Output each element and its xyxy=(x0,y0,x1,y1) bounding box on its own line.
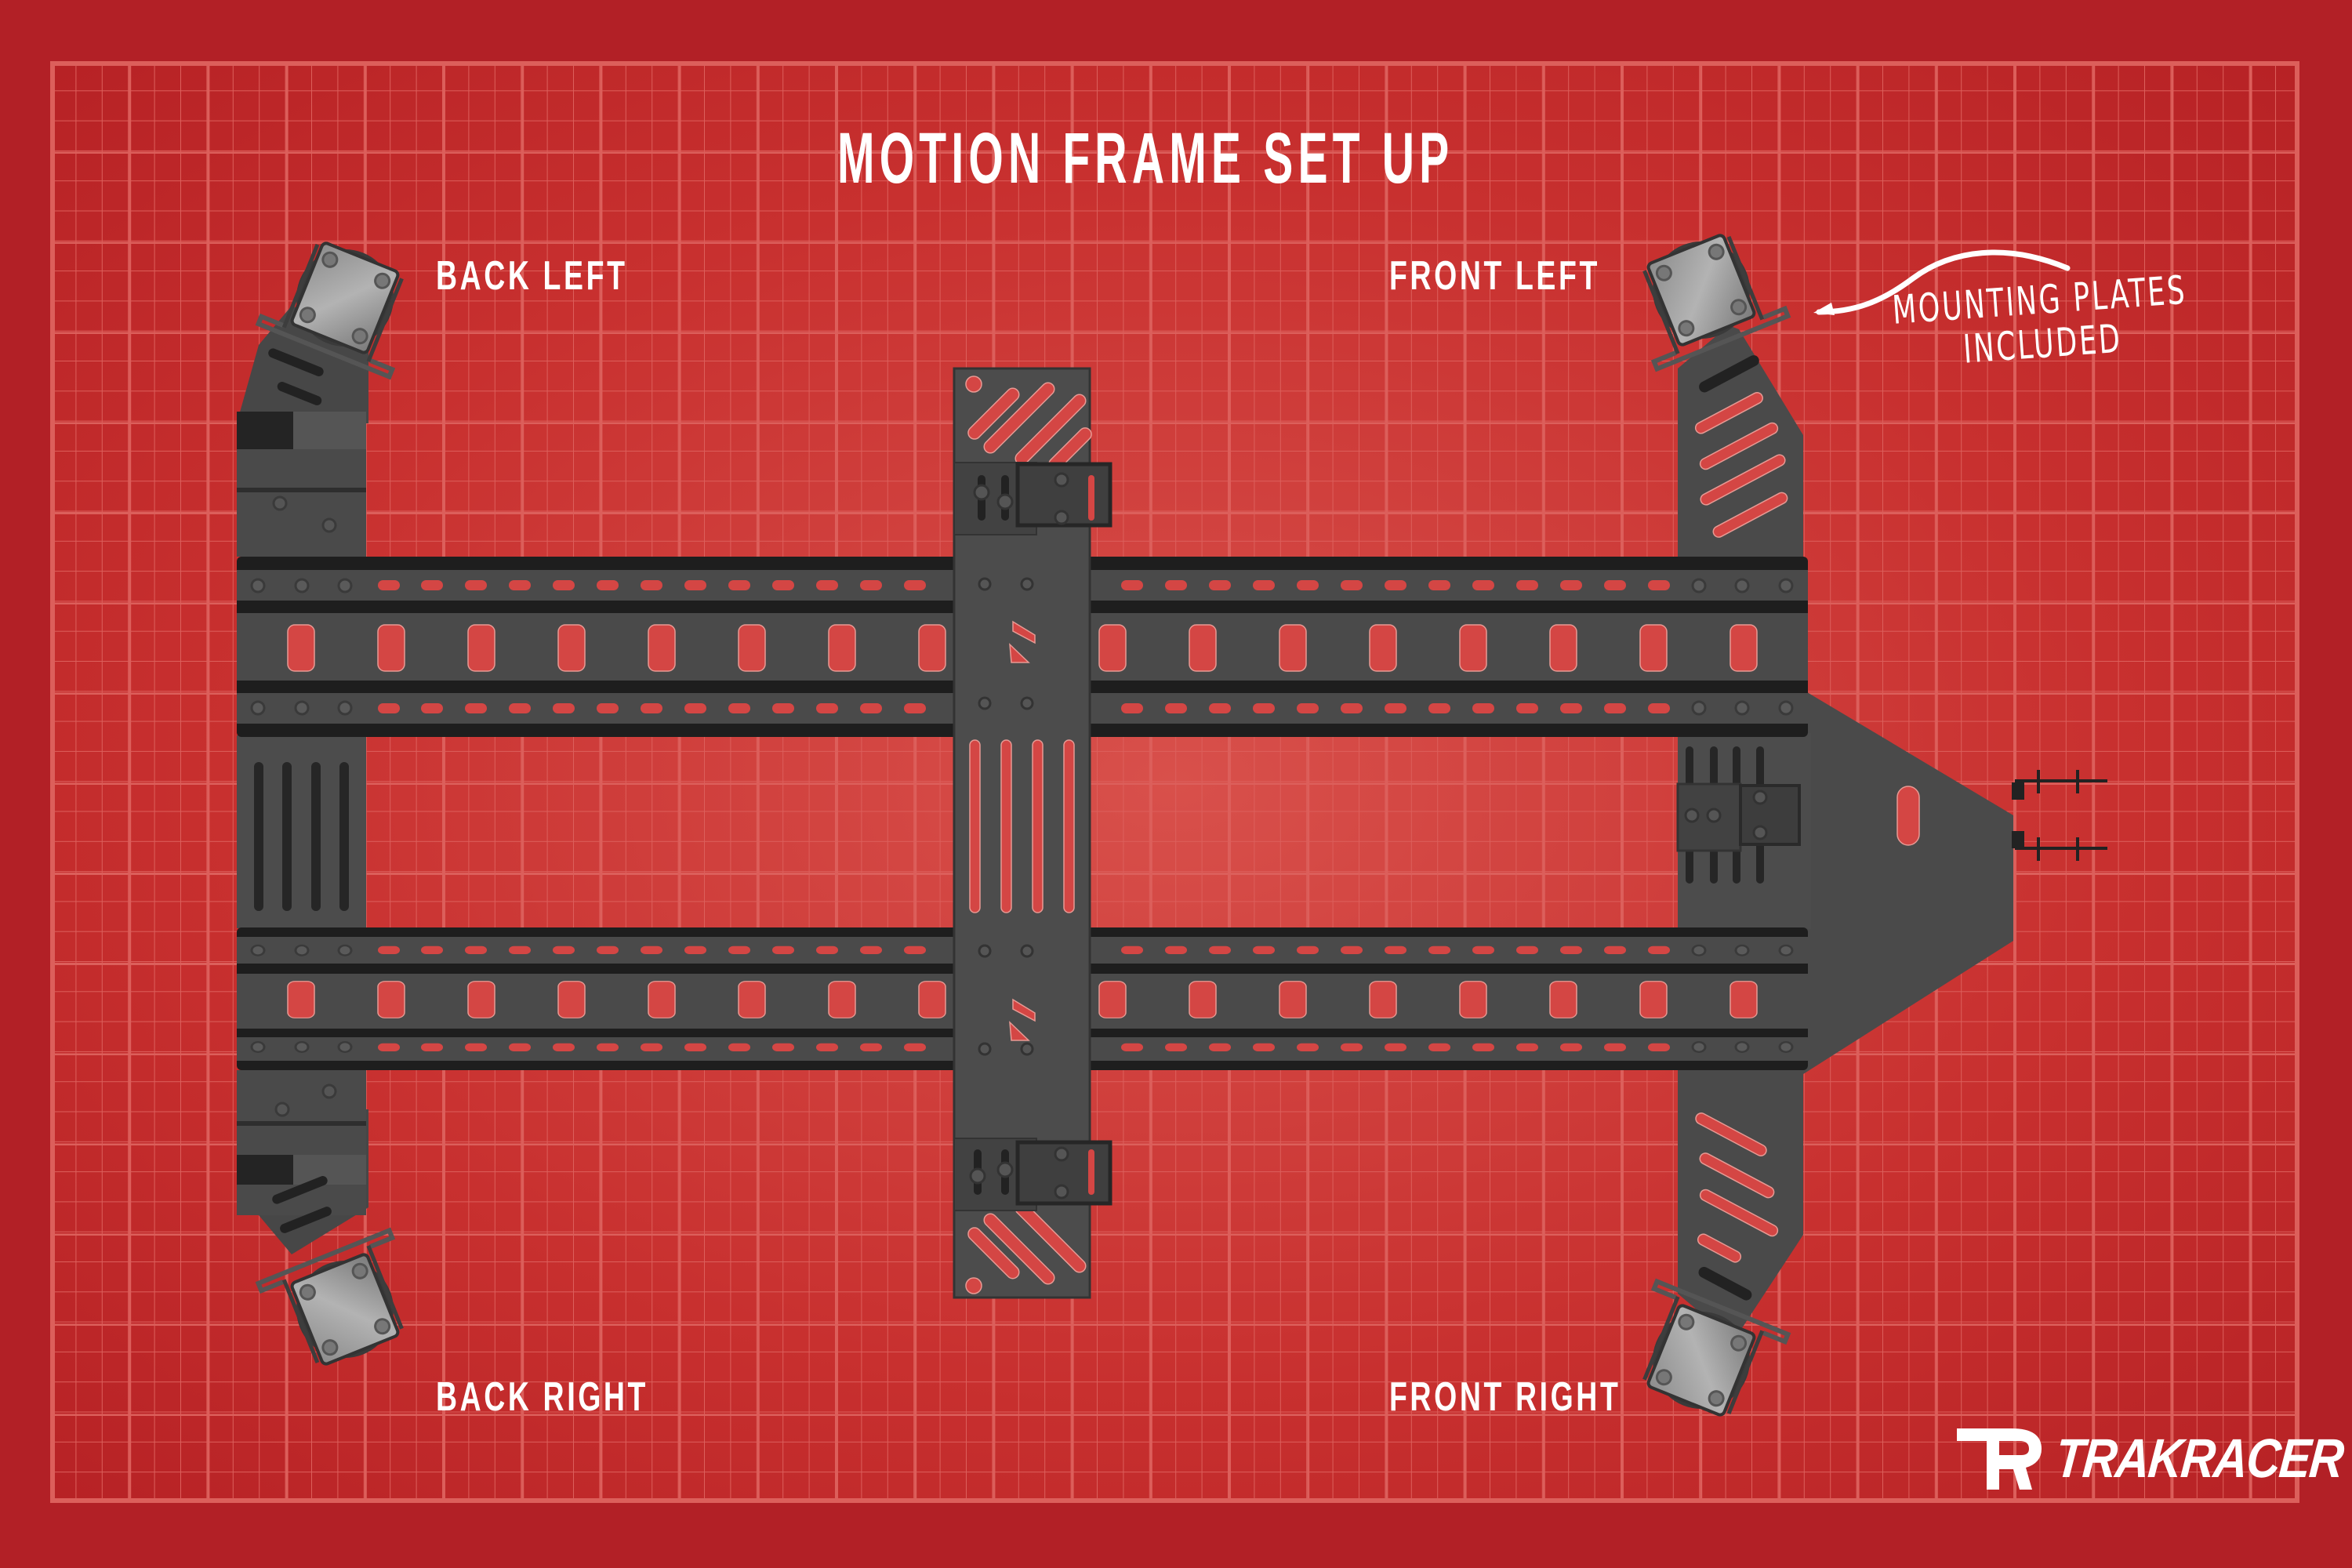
brand-name: TRAKRACER xyxy=(2053,1428,2346,1489)
label-front-left: FRONT LEFT xyxy=(1389,253,1600,299)
grid-border xyxy=(50,61,2299,1503)
rear-crossmember xyxy=(237,735,366,928)
trakracer-logo: TRAKRACER xyxy=(1957,1427,2352,1490)
actuator-back-left xyxy=(237,227,429,557)
trakracer-logo-mark-icon xyxy=(1957,1428,2042,1490)
seat-slider-top xyxy=(953,462,1112,535)
center-seat-crossmember xyxy=(953,367,1112,1299)
arrow-head-icon xyxy=(1813,303,1835,315)
front-nose-bracket xyxy=(1676,690,2107,1074)
label-front-right: FRONT RIGHT xyxy=(1389,1374,1621,1420)
curved-arrow-icon xyxy=(1816,249,2071,315)
diagram-title: MOTION FRAME SET UP xyxy=(837,118,1454,198)
actuator-front-right xyxy=(1617,1070,1803,1432)
logo-mark-spacer xyxy=(1957,1427,2051,1490)
actuator-front-left xyxy=(1617,219,1803,558)
actuator-back-right xyxy=(237,1070,429,1381)
label-back-right: BACK RIGHT xyxy=(436,1374,649,1420)
seat-slider-bottom xyxy=(953,1138,1112,1211)
label-back-left: BACK LEFT xyxy=(436,253,628,299)
